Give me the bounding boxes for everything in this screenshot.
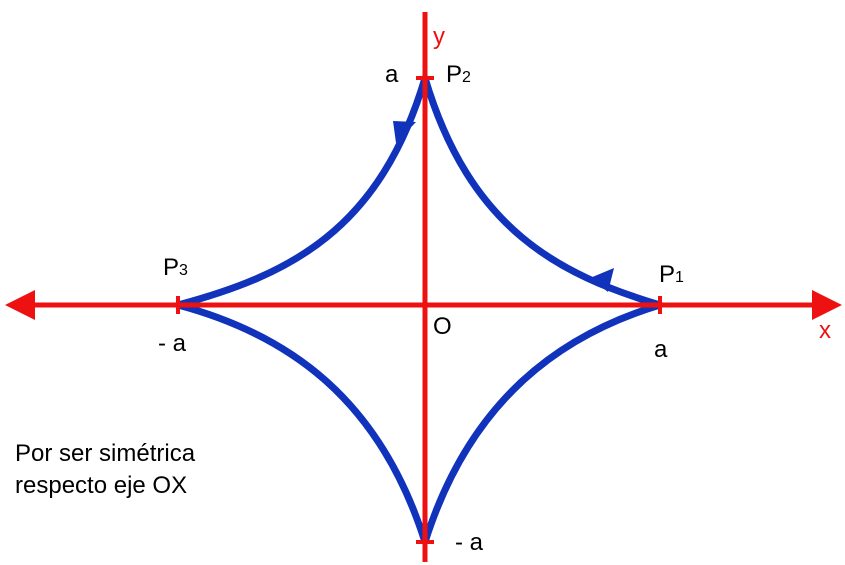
- tick-label-x-pos: a: [654, 336, 668, 363]
- x-axis-arrow-right: [812, 290, 842, 320]
- point-label-p1: P1: [659, 261, 684, 288]
- note-line-1: Por ser simétrica: [15, 440, 196, 467]
- direction-arrow-right: [590, 268, 614, 292]
- x-axis-arrow-left: [5, 290, 35, 320]
- y-axis-label: y: [433, 23, 445, 50]
- origin-label: O: [433, 313, 452, 340]
- tick-label-y-pos: a: [385, 61, 399, 88]
- tick-label-x-neg: - a: [158, 330, 187, 357]
- point-label-p3: P3: [163, 254, 188, 281]
- note-line-2: respecto eje OX: [15, 472, 187, 499]
- direction-arrow-top: [393, 121, 416, 143]
- astroid-curve: [174, 74, 664, 546]
- tick-label-y-neg: - a: [455, 529, 484, 556]
- point-label-p2: P2: [446, 61, 471, 88]
- x-axis-label: x: [819, 317, 831, 344]
